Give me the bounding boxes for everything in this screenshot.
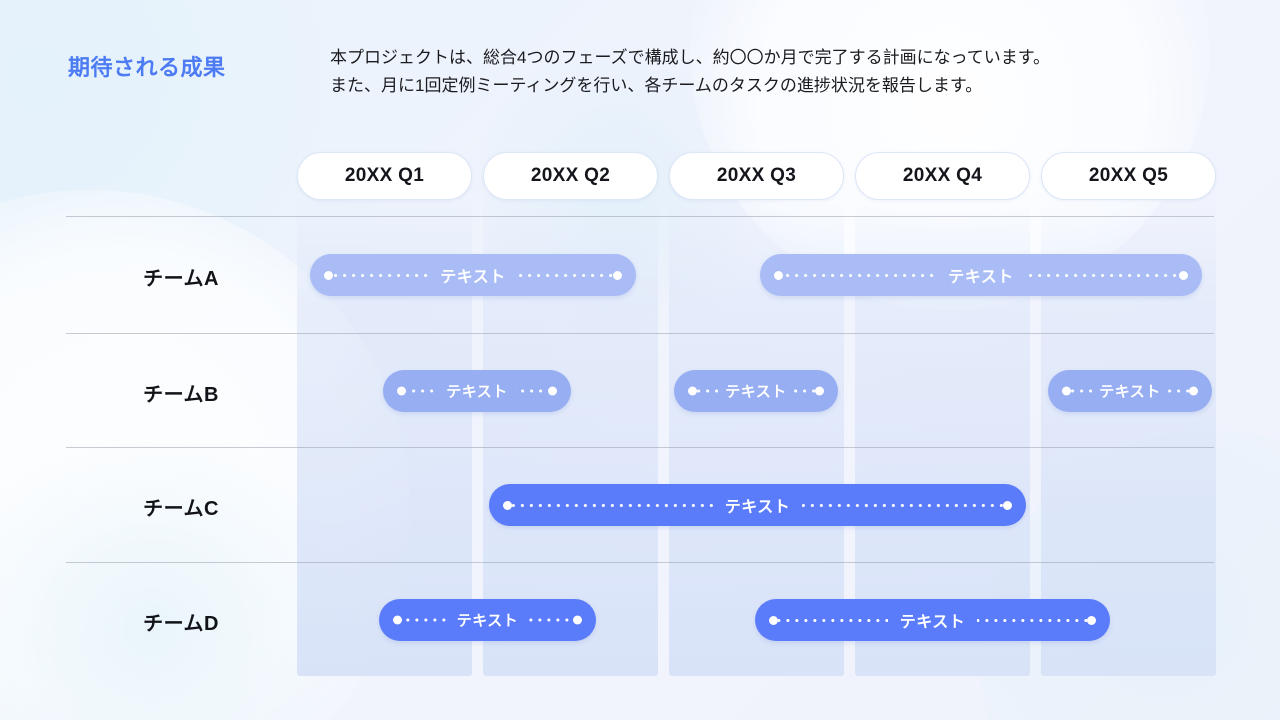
bar-dotted-line-left (783, 270, 937, 280)
row-divider-2 (66, 333, 1214, 334)
gantt-bar-label: テキスト (948, 269, 1014, 286)
bar-end-dot-icon (1189, 386, 1198, 396)
row-divider-4 (66, 562, 1214, 563)
bar-dotted-line-right (802, 500, 1003, 510)
gantt-bar-content: テキスト (324, 263, 622, 287)
bar-dotted-line-right (1167, 386, 1189, 396)
gantt-bar-label: テキスト (456, 612, 519, 630)
slide-header: 期待される成果 本プロジェクトは、総合4つのフェーズで構成し、約〇〇か月で完了す… (0, 0, 1280, 130)
page-title: 期待される成果 (68, 55, 226, 80)
gantt-bar-content: テキスト (397, 381, 557, 402)
intro-paragraph: 本プロジェクトは、総合4つのフェーズで構成し、約〇〇か月で完了する計画になってい… (330, 44, 1230, 100)
bar-end-dot-icon (815, 386, 824, 396)
gantt-bar[interactable]: テキスト (1048, 370, 1212, 412)
bar-start-dot-icon (324, 270, 333, 280)
gantt-bar[interactable]: テキスト (489, 484, 1026, 526)
bar-end-dot-icon (548, 386, 557, 396)
intro-line-2: また、月に1回定例ミーティングを行い、各チームのタスクの進捗状況を報告します。 (330, 76, 983, 96)
quarter-pill-5[interactable]: 20XX Q5 (1041, 152, 1216, 200)
bar-dotted-line-left (778, 615, 888, 625)
bar-dotted-line-right (517, 270, 613, 280)
gantt-bar[interactable]: テキスト (379, 599, 596, 641)
bar-dotted-line-left (333, 270, 429, 280)
row-divider-3 (66, 447, 1214, 448)
bar-end-dot-icon (1087, 615, 1096, 625)
bar-dotted-line-right (514, 386, 548, 396)
intro-line-1: 本プロジェクトは、総合4つのフェーズで構成し、約〇〇か月で完了する計画になってい… (330, 48, 1051, 67)
bar-start-dot-icon (1062, 386, 1071, 396)
quarter-pill-1[interactable]: 20XX Q1 (297, 152, 472, 200)
gantt-bar[interactable]: テキスト (755, 599, 1110, 641)
bar-end-dot-icon (613, 270, 622, 280)
bar-start-dot-icon (688, 386, 697, 396)
bar-dotted-line-left (406, 386, 440, 396)
gantt-bar-content: テキスト (774, 263, 1188, 287)
gantt-bar[interactable]: テキスト (674, 370, 838, 412)
gantt-bar-label: テキスト (440, 269, 506, 286)
bar-dotted-line-right (1025, 270, 1179, 280)
gantt-bar-content: テキスト (393, 610, 582, 631)
gantt-bar[interactable]: テキスト (383, 370, 571, 412)
team-label-1: チームA (143, 268, 219, 290)
team-label-2: チームB (143, 384, 219, 406)
bar-dotted-line-left (512, 500, 713, 510)
row-divider-1 (66, 216, 1214, 217)
team-label-3: チームC (143, 498, 219, 520)
gantt-bar-label: テキスト (724, 499, 791, 516)
bar-start-dot-icon (397, 386, 406, 396)
bar-start-dot-icon (774, 270, 783, 280)
gantt-bar-label: テキスト (1099, 383, 1161, 401)
bar-start-dot-icon (769, 615, 778, 625)
bar-dotted-line-left (402, 615, 450, 625)
quarter-pill-2[interactable]: 20XX Q2 (483, 152, 658, 200)
gantt-bar-content: テキスト (769, 608, 1096, 632)
quarter-pill-4[interactable]: 20XX Q4 (855, 152, 1030, 200)
gantt-bar[interactable]: テキスト (310, 254, 636, 296)
bar-start-dot-icon (393, 615, 402, 625)
bar-dotted-line-right (793, 386, 815, 396)
gantt-bar[interactable]: テキスト (760, 254, 1202, 296)
bar-dotted-line-right (525, 615, 573, 625)
gantt-bar-label: テキスト (725, 383, 787, 401)
gantt-bar-label: テキスト (446, 383, 508, 401)
bar-end-dot-icon (1003, 500, 1012, 510)
bar-dotted-line-left (1071, 386, 1093, 396)
gantt-bar-label: テキスト (899, 614, 966, 631)
gantt-bar-content: テキスト (1062, 381, 1198, 402)
bar-end-dot-icon (573, 615, 582, 625)
gantt-bar-content: テキスト (503, 493, 1012, 517)
bar-start-dot-icon (503, 500, 512, 510)
bar-dotted-line-right (977, 615, 1087, 625)
quarter-pill-3[interactable]: 20XX Q3 (669, 152, 844, 200)
gantt-bar-content: テキスト (688, 381, 824, 402)
team-label-4: チームD (143, 613, 219, 635)
bar-end-dot-icon (1179, 270, 1188, 280)
bar-dotted-line-left (697, 386, 719, 396)
